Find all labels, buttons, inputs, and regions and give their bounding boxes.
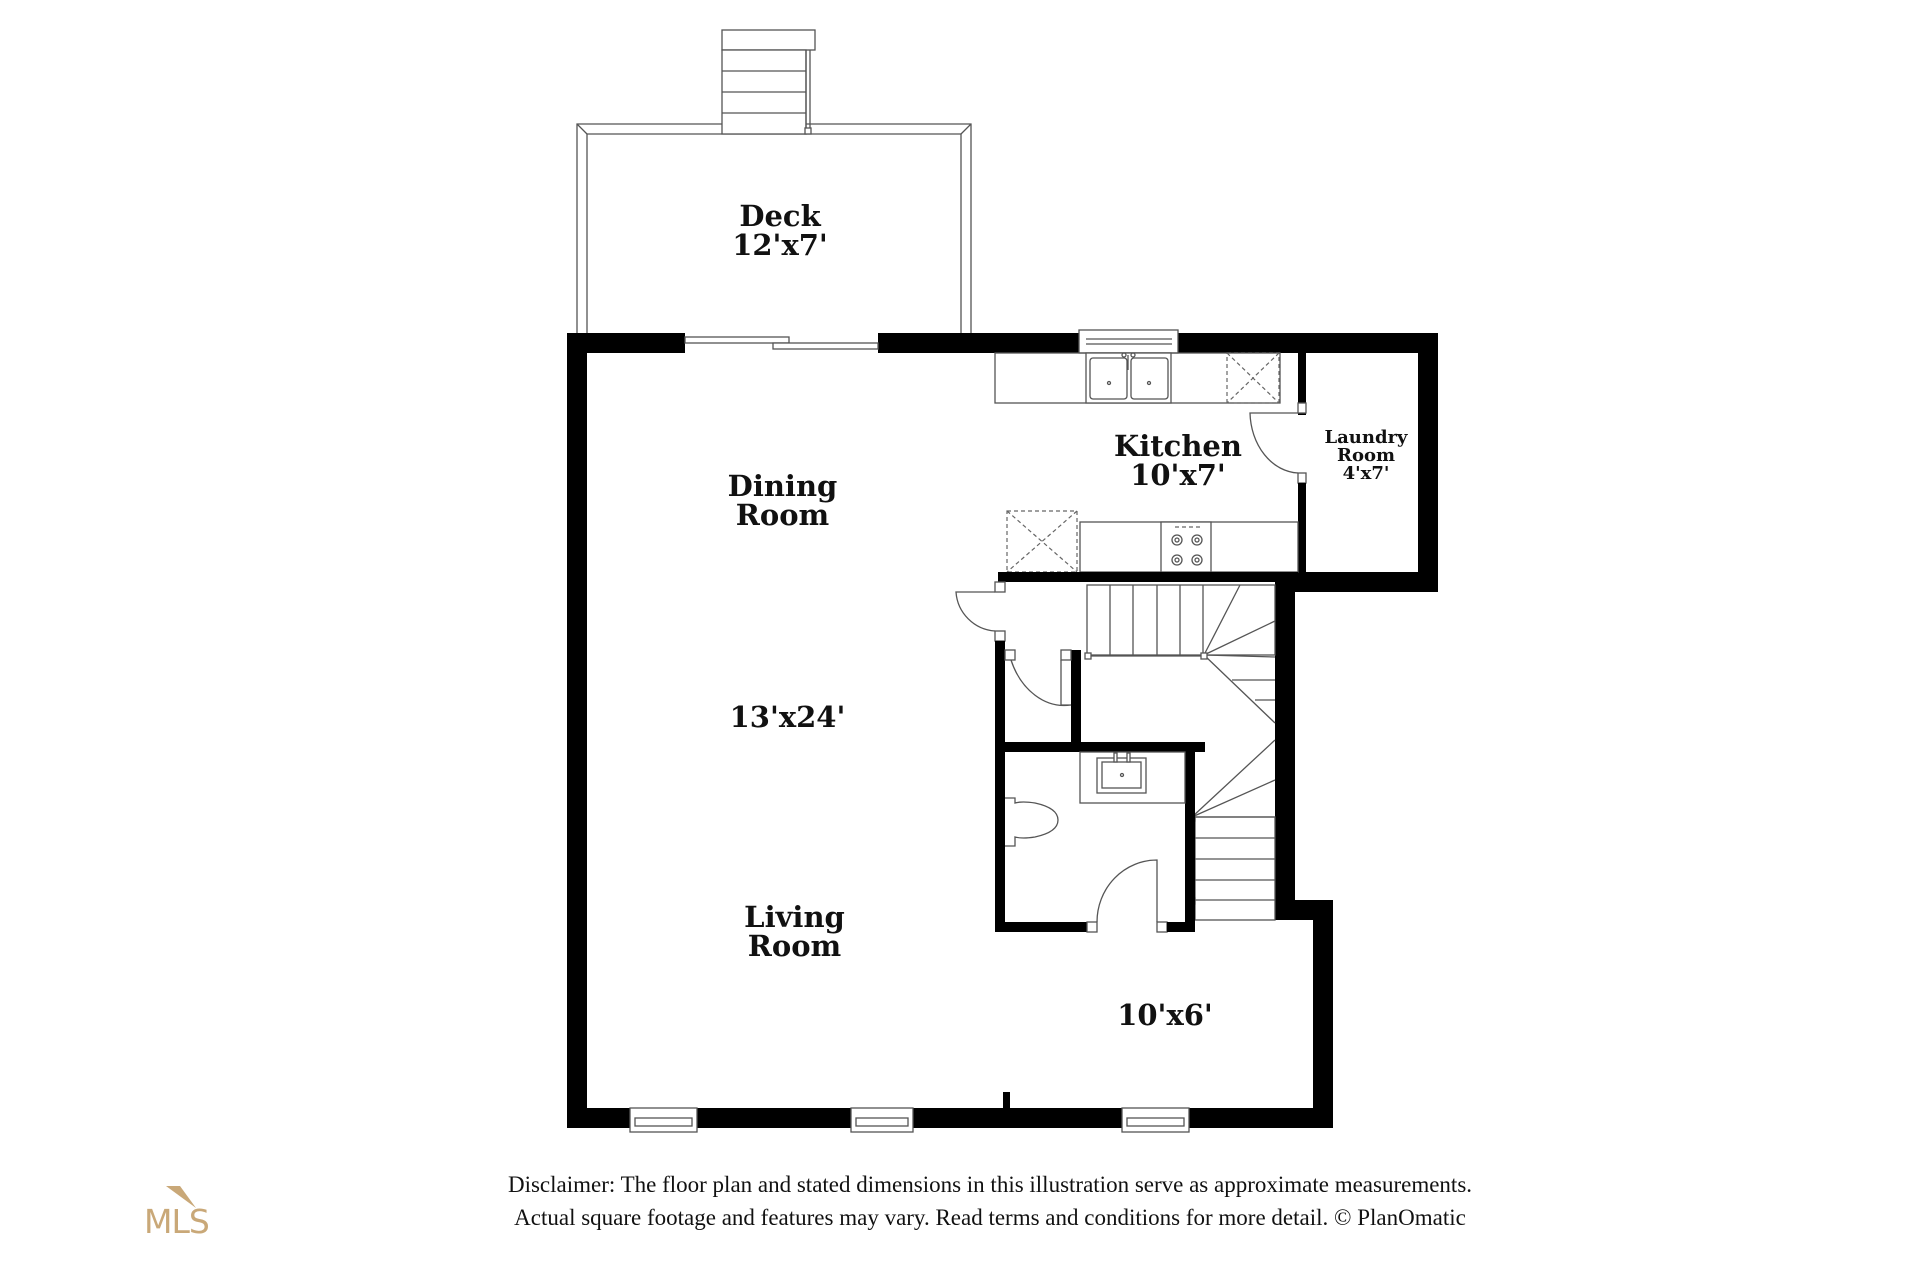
mls-logo: MLS: [144, 1180, 214, 1250]
room-name: Kitchen: [1114, 429, 1242, 463]
bathroom-door: [1096, 859, 1158, 923]
room-dimensions: 13'x24': [729, 700, 846, 734]
dishwasher: [1226, 352, 1280, 404]
room-name: Dining: [727, 469, 838, 503]
room-dimensions: 10'x7': [1130, 458, 1226, 492]
room-name-2: Room: [747, 929, 842, 963]
kitchen-stair-wall: [998, 572, 1298, 582]
room-label-laundry: Laundry Room 4'x7': [1316, 429, 1416, 483]
room-name-2: Room: [1336, 445, 1396, 466]
staircase: [1084, 584, 1276, 921]
room-label-dining: Dining Room: [700, 472, 865, 530]
closet: [955, 581, 1205, 931]
room-dimensions: 4'x7': [1342, 463, 1390, 484]
room-dimensions-dining-living: 13'x24': [700, 703, 875, 732]
kitchen-window: [1078, 329, 1179, 354]
refrigerator: [1006, 510, 1078, 573]
room-label-deck: Deck 12'x7': [700, 202, 860, 260]
room-name-2: Room: [735, 498, 830, 532]
room-label-living: Living Room: [712, 903, 877, 961]
laundry-door: [1249, 412, 1299, 474]
room-dimensions-nook: 10'x6': [1095, 1001, 1235, 1030]
disclaimer: Disclaimer: The floor plan and stated di…: [300, 1168, 1680, 1234]
double-sink: [1085, 352, 1172, 404]
front-windows: [629, 1107, 1190, 1133]
bathroom-sink: [1079, 751, 1186, 804]
sliding-door: [684, 336, 879, 350]
laundry-wall: [1297, 353, 1307, 578]
mls-roof-icon: [166, 1186, 196, 1208]
disclaimer-line-1: Disclaimer: The floor plan and stated di…: [507, 1172, 1473, 1197]
half-bath: [995, 752, 1195, 933]
room-dimensions: 12'x7': [732, 228, 828, 262]
room-name: Laundry: [1324, 427, 1408, 448]
disclaimer-line-2: Actual square footage and features may v…: [514, 1205, 1466, 1230]
room-name: Deck: [739, 199, 821, 233]
stove: [1160, 521, 1212, 573]
exterior-walls: [567, 333, 1438, 1128]
room-dimensions: 10'x6': [1117, 998, 1213, 1032]
deck-stairs: [721, 29, 816, 135]
mls-logo-text: MLS: [144, 1202, 210, 1241]
toilet: [1005, 797, 1059, 847]
room-label-kitchen: Kitchen 10'x7': [1098, 432, 1258, 490]
room-name: Living: [744, 900, 845, 934]
